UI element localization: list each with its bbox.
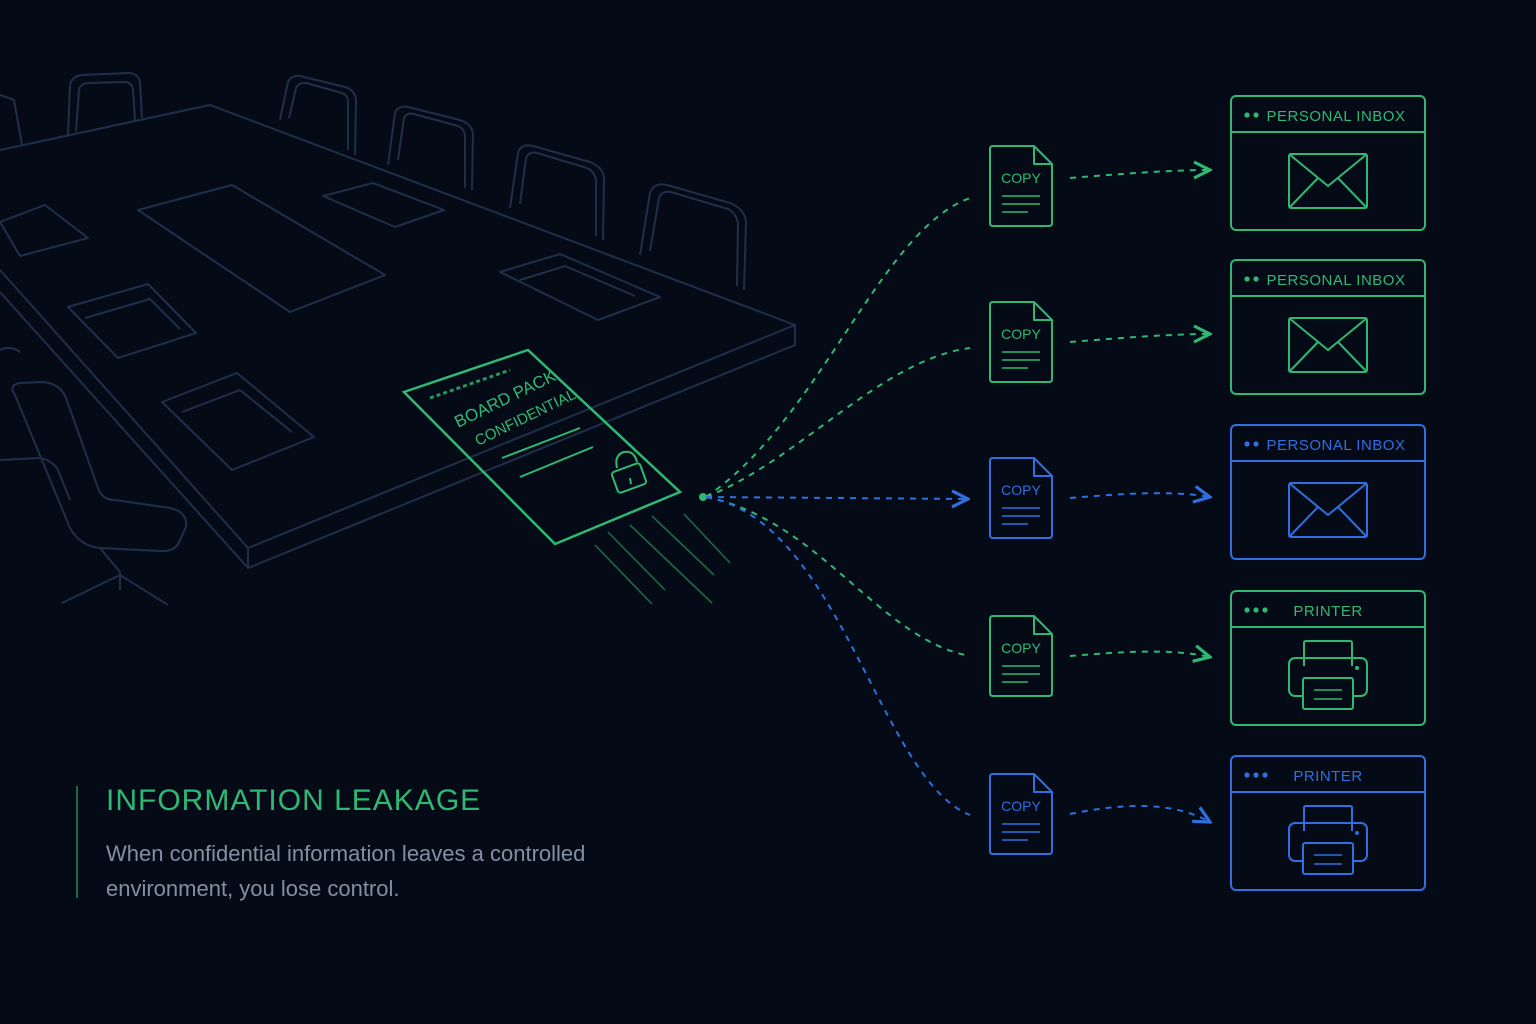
caption-body: When confidential information leaves a c… [106, 841, 586, 901]
document-outline [401, 348, 683, 546]
copy-text-lines [1002, 195, 1040, 213]
window-dot [1244, 441, 1250, 447]
destination-window: PERSONAL INBOX [1230, 259, 1426, 395]
copy-document-fold [1033, 616, 1052, 635]
printer-icon [1288, 805, 1368, 875]
leak-origin-point [699, 493, 707, 501]
copy-label: COPY [1001, 798, 1041, 814]
leak-path-5 [705, 496, 971, 816]
window-dot [1253, 441, 1259, 447]
destination-window: PRINTER [1230, 755, 1426, 891]
leak-path-2 [705, 347, 971, 498]
destination-label: PERSONAL INBOX [1267, 437, 1406, 454]
leak-path-1 [705, 197, 971, 498]
window-dot [1253, 607, 1259, 613]
motion-lines [594, 513, 731, 605]
destination-label: PRINTER [1293, 768, 1362, 785]
chairs-back [0, 72, 747, 291]
window-frame [1230, 424, 1426, 560]
copy-document: COPY [989, 615, 1053, 697]
copy-arrow [1069, 334, 1210, 342]
copy-document-fold [1033, 458, 1052, 477]
copy-arrow [1069, 804, 1210, 822]
window-dot [1253, 112, 1259, 118]
destination-window: PERSONAL INBOX [1230, 95, 1426, 231]
copy-document-outline [989, 301, 1053, 383]
caption-title: INFORMATION LEAKAGE [106, 784, 482, 817]
destinations: PERSONAL INBOX PERSONAL INBOX PERSONAL INB… [1230, 95, 1426, 891]
copy-document-outline [989, 615, 1053, 697]
copy-document-outline [989, 773, 1053, 855]
copy-text-lines [1002, 665, 1040, 683]
envelope-icon [1288, 153, 1368, 209]
envelope-icon [1288, 482, 1368, 538]
leak-path-3 [705, 497, 968, 499]
copy-label: COPY [1001, 640, 1041, 656]
window-dot [1253, 772, 1259, 778]
window-dot [1244, 276, 1250, 282]
copy-text-lines [1002, 823, 1040, 841]
copy-document: COPY [989, 457, 1053, 539]
table-top [0, 104, 796, 549]
copy-arrow [1069, 493, 1210, 498]
copy-document: COPY [989, 145, 1053, 227]
copy-document-outline [989, 457, 1053, 539]
copy-document-fold [1033, 302, 1052, 321]
leak-paths [705, 197, 971, 816]
window-frame [1230, 590, 1426, 726]
window-dot [1244, 607, 1250, 613]
placemats [0, 182, 661, 471]
printer-icon [1288, 640, 1368, 710]
copy-document-fold [1033, 146, 1052, 165]
leak-path-4 [705, 496, 971, 657]
boardroom-table [0, 72, 796, 606]
destination-label: PERSONAL INBOX [1267, 108, 1406, 125]
window-dot [1244, 772, 1250, 778]
window-frame [1230, 95, 1426, 231]
window-dot [1262, 772, 1268, 778]
copy-document: COPY [989, 773, 1053, 855]
copy-text-lines [1002, 351, 1040, 369]
copy-label: COPY [1001, 326, 1041, 342]
copy-document-outline [989, 145, 1053, 227]
destination-label: PRINTER [1293, 603, 1362, 620]
front-chair [0, 346, 188, 606]
destination-window: PRINTER [1230, 590, 1426, 726]
destination-label: PERSONAL INBOX [1267, 272, 1406, 289]
copy-text-lines [1002, 507, 1040, 525]
copy-document-fold [1033, 774, 1052, 793]
window-frame [1230, 755, 1426, 891]
destination-window: PERSONAL INBOX [1230, 424, 1426, 560]
envelope-icon [1288, 317, 1368, 373]
copy-label: COPY [1001, 170, 1041, 186]
window-dot [1253, 276, 1259, 282]
window-dot [1262, 607, 1268, 613]
copies: COPY COPY COPY COPY COPY [989, 145, 1053, 855]
copy-arrow [1069, 170, 1210, 178]
table-edge [247, 325, 796, 569]
window-frame [1230, 259, 1426, 395]
copy-to-destination-arrows [1069, 170, 1210, 822]
window-dot [1244, 112, 1250, 118]
copy-arrow [1069, 652, 1210, 657]
copy-label: COPY [1001, 482, 1041, 498]
lock-icon [610, 450, 648, 494]
confidential-document: BOARD PACK CONFIDENTIAL [401, 348, 731, 605]
caption-block: INFORMATION LEAKAGE When confidential in… [76, 784, 676, 901]
copy-document: COPY [989, 301, 1053, 383]
